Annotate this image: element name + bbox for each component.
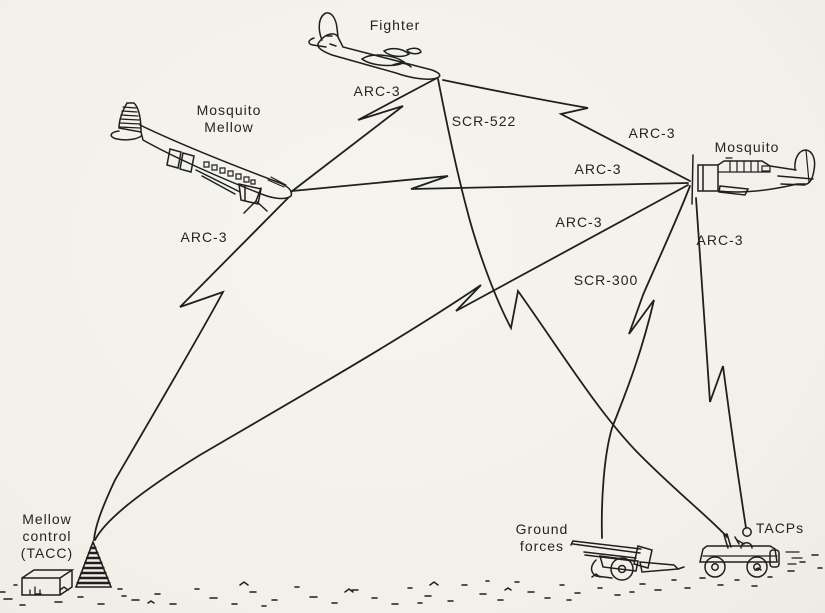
link-label-scr300-mosquito-ground-forces: SCR-300	[574, 272, 639, 289]
mellow-control-label-line2: control	[22, 528, 72, 544]
label-fighter: Fighter	[370, 17, 421, 34]
link-label-arc3-mosquito-mellow-control: ARC-3	[555, 214, 602, 231]
radio-label-text: SCR-300	[573, 272, 639, 288]
mellow-control-label-line1: Mellow	[22, 511, 72, 527]
howitzer-wheel	[610, 557, 634, 581]
mosquito-fuselage	[717, 160, 798, 193]
link-mosquito-mellow-control-line	[94, 184, 689, 541]
mosquito-stabilizer	[777, 175, 814, 186]
link-label-arc3-mosquito-tacps: ARC-3	[696, 232, 743, 249]
mellow-control-antenna-pyramid-drawing	[74, 539, 113, 588]
link-mosquito-mellow-mellow-control-line	[93, 197, 289, 541]
mosquito-mellow-label-line1: Mosquito	[196, 102, 262, 118]
mosquito-label-text: Mosquito	[714, 139, 780, 155]
radio-label-text: ARC-3	[696, 232, 744, 248]
transport-cockpit-windows	[267, 176, 287, 188]
howitzer-barrel	[570, 540, 642, 554]
jeep-rear-wheel	[746, 556, 768, 578]
link-label-arc3-mosquito-mellow-mosquito: ARC-3	[574, 161, 621, 178]
label-mellow-control: Mellow control (TACC)	[21, 511, 73, 562]
jeep-motion-dashes	[785, 551, 803, 565]
jeep-driver-body	[736, 539, 753, 549]
radio-label-text: ARC-3	[628, 125, 676, 141]
howitzer-shield	[633, 545, 653, 569]
fighter-canopy	[382, 47, 411, 58]
transport-cargo-door	[166, 148, 195, 173]
transport-wing	[195, 169, 241, 195]
jeep-windshield	[723, 533, 732, 549]
mosquito-rudder	[805, 149, 810, 183]
transport-engine	[238, 183, 262, 205]
link-label-arc3-fighter-mosquito-mellow: ARC-3	[353, 83, 400, 100]
mosquito-canopy	[717, 160, 771, 173]
ground-texture	[0, 554, 823, 607]
transport-propeller	[243, 187, 268, 214]
link-fighter-mosquito-line	[442, 79, 691, 182]
fighter-near-wing	[360, 54, 406, 67]
link-mosquito-ground-forces-line	[600, 185, 691, 539]
jeep-body	[699, 545, 778, 563]
howitzer-carriage	[590, 555, 639, 579]
jeep-rear-panel	[769, 549, 780, 568]
radio-label-text: SCR-522	[451, 113, 517, 129]
radio-label-text: ARC-3	[353, 83, 401, 99]
link-label-arc3-fighter-mosquito: ARC-3	[628, 125, 675, 142]
link-label-arc3-mosquito-mellow-mellow-control: ARC-3	[180, 229, 227, 246]
mosquito-aircraft-drawing	[691, 149, 816, 205]
ground-forces-label-line1: Ground	[515, 521, 569, 537]
mellow-control-label-line3: (TACC)	[20, 545, 74, 561]
radio-label-text: ARC-3	[574, 161, 622, 177]
tacps-label-text: TACPs	[755, 520, 805, 536]
label-tacps: TACPs	[756, 520, 804, 537]
transport-windows	[203, 161, 256, 185]
jeep-driver-head	[742, 527, 752, 537]
radio-label-text: ARC-3	[555, 214, 603, 230]
link-mosquito-tacps-line	[695, 197, 747, 529]
transport-fuselage	[139, 124, 293, 200]
mellow-control-building-drawing	[21, 569, 75, 596]
jeep-front-wheel	[704, 556, 726, 578]
mosquito-mellow-aircraft-drawing	[110, 102, 293, 214]
mosquito-engine-cowl	[697, 164, 719, 192]
jeep-drawing	[699, 527, 803, 578]
fighter-tail-fin	[318, 12, 339, 41]
fighter-label-text: Fighter	[369, 17, 421, 33]
howitzer-drawing	[570, 540, 685, 581]
label-mosquito: Mosquito	[715, 139, 780, 156]
fighter-aircraft-drawing	[308, 12, 441, 80]
mosquito-wing	[718, 185, 750, 196]
howitzer-trail	[639, 561, 685, 573]
fighter-far-wingtip-tank	[405, 47, 422, 55]
mosquito-tail-fin	[794, 149, 816, 185]
label-mosquito-mellow: Mosquito Mellow	[197, 102, 262, 136]
fighter-stabilizer	[308, 37, 327, 48]
link-fighter-mosquito-mellow-line	[290, 77, 438, 193]
mosquito-propeller	[691, 154, 694, 205]
radio-label-text: ARC-3	[180, 229, 228, 245]
transport-stabilizer	[110, 130, 142, 141]
mosquito-mellow-label-line2: Mellow	[204, 119, 254, 135]
link-label-scr522-fighter-tacps: SCR-522	[452, 113, 517, 130]
radio-link-lines	[93, 77, 747, 541]
jeep-steering-wheel	[734, 536, 740, 545]
ground-forces-label-line2: forces	[519, 538, 565, 554]
link-mosquito-mellow-mosquito-line	[291, 175, 689, 192]
link-fighter-tacps-line	[437, 78, 728, 538]
building-door-marks	[29, 586, 41, 595]
label-ground-forces: Ground forces	[516, 521, 569, 555]
